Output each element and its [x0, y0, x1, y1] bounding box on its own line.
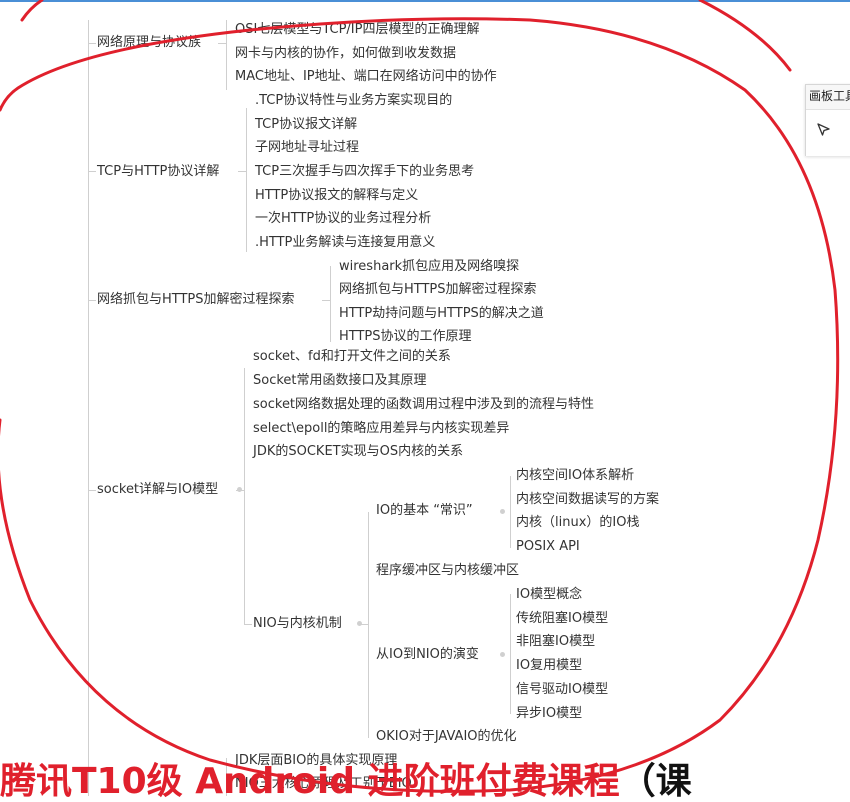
topic-item[interactable]: HTTP劫持问题与HTTPS的解决之道 [338, 305, 545, 323]
connector [360, 624, 368, 625]
banner-black-text: （课 [619, 761, 692, 802]
connector [218, 43, 226, 44]
topic-item[interactable]: socket、fd和打开文件之间的关系 [252, 348, 452, 366]
connector [88, 300, 96, 301]
topic-item[interactable]: TCP协议报文详解 [254, 116, 359, 134]
group-label-tcp-http[interactable]: TCP与HTTP协议详解 [96, 163, 221, 181]
topic-item[interactable]: 内核空间数据读写的方案 [515, 491, 661, 509]
connector [88, 43, 96, 44]
topic-item[interactable]: select\epoll的策略应用差异与内核实现差异 [252, 420, 511, 438]
topic-item[interactable]: .TCP协议特性与业务方案实现目的 [254, 92, 454, 110]
topic-item[interactable]: 信号驱动IO模型 [515, 681, 610, 699]
topic-item[interactable]: 内核（linux）的IO栈 [515, 514, 641, 532]
collapse-dot[interactable] [500, 509, 505, 514]
topic-item[interactable]: 网络抓包与HTTPS加解密过程探索 [338, 281, 538, 299]
topic-item[interactable]: 异步IO模型 [515, 705, 584, 723]
group-label-network-protocols[interactable]: 网络原理与协议族 [96, 34, 203, 52]
topic-item[interactable]: 非阻塞IO模型 [515, 633, 597, 651]
okio-node[interactable]: OKIO对于JAVAIO的优化 [375, 728, 518, 746]
connector [368, 512, 369, 738]
topic-item[interactable]: OSI七层模型与TCP/IP四层模型的正确理解 [234, 21, 481, 39]
topic-item[interactable]: TCP三次握手与四次挥手下的业务思考 [254, 163, 476, 181]
connector [238, 171, 246, 172]
topic-item[interactable]: HTTP协议报文的解释与定义 [254, 187, 420, 205]
connector [226, 20, 227, 90]
io-basics-node[interactable]: IO的基本 “常识” [375, 502, 474, 520]
topic-item[interactable]: IO复用模型 [515, 657, 584, 675]
group-label-socket-io[interactable]: socket详解与IO模型 [96, 481, 220, 499]
toolbox-body [806, 109, 850, 156]
topic-item[interactable]: socket网络数据处理的函数调用过程中涉及到的流程与特性 [252, 396, 596, 414]
connector [322, 300, 330, 301]
topic-item[interactable]: 子网地址寻址过程 [254, 139, 361, 157]
topic-item[interactable]: 一次HTTP协议的业务过程分析 [254, 210, 433, 228]
topic-item[interactable]: POSIX API [515, 538, 581, 556]
course-banner: 腾讯T10级 Android 进阶班付费课程（课 [0, 762, 692, 802]
topic-item[interactable]: JDK的SOCKET实现与OS内核的关系 [252, 443, 465, 461]
topic-item[interactable]: HTTPS协议的工作原理 [338, 328, 473, 346]
connector [246, 108, 247, 252]
connector [510, 594, 511, 714]
topic-item[interactable]: 传统阻塞IO模型 [515, 610, 610, 628]
buffer-node[interactable]: 程序缓冲区与内核缓冲区 [375, 562, 521, 580]
banner-red-text: 腾讯T10级 Android 进阶班付费课程 [0, 761, 620, 802]
topic-item[interactable]: .HTTP业务解读与连接复用意义 [254, 234, 437, 252]
drawing-toolbox-panel: 画板工具 [805, 84, 850, 156]
topic-item[interactable]: wireshark抓包应用及网络嗅探 [338, 258, 521, 276]
connector [244, 624, 252, 625]
topic-item[interactable]: Socket常用函数接口及其原理 [252, 372, 428, 390]
group-label-capture-https[interactable]: 网络抓包与HTTPS加解密过程探索 [96, 291, 296, 309]
topic-item[interactable]: IO模型概念 [515, 586, 584, 604]
toolbox-title: 画板工具 [809, 89, 850, 103]
topic-item[interactable]: 内核空间IO体系解析 [515, 467, 636, 485]
io-to-nio-node[interactable]: 从IO到NIO的演变 [375, 646, 480, 664]
collapse-dot[interactable] [500, 652, 505, 657]
connector [244, 368, 245, 624]
connector [88, 490, 96, 491]
connector [88, 171, 96, 172]
topic-item[interactable]: 网卡与内核的协作，如何做到收发数据 [234, 45, 458, 63]
connector [330, 266, 331, 342]
collapse-dot[interactable] [237, 487, 242, 492]
trunk-line [88, 20, 89, 796]
nio-kernel-node[interactable]: NIO与内核机制 [252, 615, 343, 633]
cursor-pointer-icon[interactable] [816, 122, 832, 142]
topic-item[interactable]: MAC地址、IP地址、端口在网络访问中的协作 [234, 68, 498, 86]
canvas-top-border [0, 0, 850, 6]
connector [510, 476, 511, 548]
